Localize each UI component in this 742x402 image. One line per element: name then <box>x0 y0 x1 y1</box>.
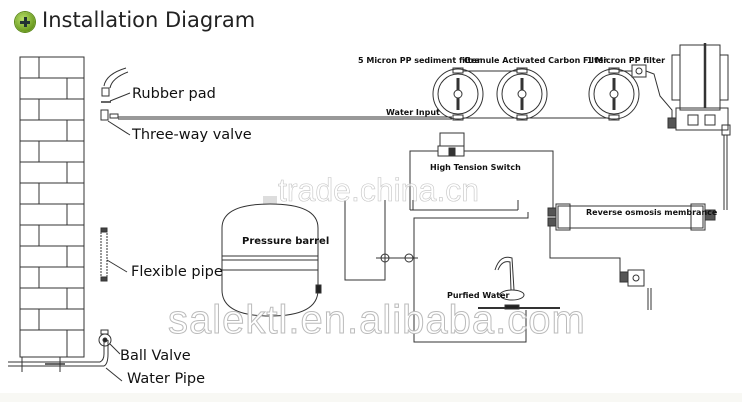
water-pipe <box>8 340 123 382</box>
footer-strip <box>0 393 742 402</box>
ro-membrane <box>547 203 716 231</box>
ball-valve <box>98 329 121 355</box>
flush-valve <box>619 269 652 310</box>
label-sediment-filter: 5 Micron PP sediment filter <box>358 56 481 65</box>
watermark-bottom: salektl.en.alibaba.com <box>168 298 586 343</box>
watermark-top: trade.china.cn <box>278 172 480 209</box>
high-tension-switch <box>437 132 465 157</box>
label-ro-membrane: Reverse osmosis membrance <box>586 208 718 217</box>
diagram-title: Installation Diagram <box>42 8 256 32</box>
label-rubber-pad: Rubber pad <box>132 86 216 102</box>
label-carbon-filter: Granule Activated Carbon Filter <box>464 56 608 65</box>
three-way-valve <box>100 67 131 136</box>
label-pp-filter: 1 Micron PP filter <box>587 56 666 65</box>
label-water-input: Water Input <box>386 108 440 117</box>
filter-sediment <box>432 67 484 121</box>
label-ball-valve: Ball Valve <box>120 348 191 364</box>
pressure-barrel <box>221 196 322 317</box>
label-flexible-pipe: Flexible pipe <box>131 264 223 280</box>
plus-circle-icon <box>15 12 35 32</box>
label-pressure-barrel: Pressure barrel <box>242 236 330 247</box>
label-high-tension-switch: High Tension Switch <box>430 163 521 172</box>
filter-carbon <box>496 67 548 121</box>
faucet <box>478 256 560 310</box>
brick-wall <box>19 56 85 372</box>
label-water-pipe: Water Pipe <box>127 371 206 387</box>
label-three-way-valve: Three-way valve <box>132 127 252 143</box>
booster-pump <box>667 43 731 210</box>
label-purified-water: Purfied Water <box>447 291 510 300</box>
filter-pp <box>588 67 640 121</box>
flexible-pipe <box>100 227 128 282</box>
